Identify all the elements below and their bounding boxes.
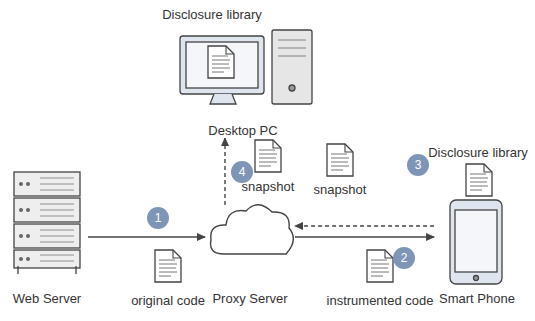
dashed-arrow — [224, 138, 225, 205]
arrow — [88, 236, 205, 237]
document-icon — [466, 164, 492, 196]
callout-number: 1 — [147, 207, 169, 229]
document-icon — [208, 46, 234, 78]
arrow — [295, 236, 434, 237]
annotation-label: instrumented code — [327, 293, 434, 308]
annotation-label: Disclosure library — [162, 7, 262, 22]
node-label: Web Server — [11, 291, 83, 306]
component-node: Proxy Server — [205, 205, 295, 306]
annotation-label: Disclosure library — [428, 145, 528, 160]
dashed-arrow — [295, 225, 434, 226]
phone-icon — [450, 200, 502, 284]
annotation-label: snapshot — [314, 182, 367, 197]
node-label: Proxy Server — [210, 291, 289, 306]
server-icon — [14, 172, 80, 274]
component-node: Web Server — [6, 168, 88, 306]
component-node: Smart Phone — [434, 196, 520, 306]
document-icon — [367, 250, 393, 282]
cloud-icon — [211, 205, 294, 254]
document-icon — [255, 140, 281, 172]
annotation-label: snapshot — [242, 179, 295, 194]
node-label: Smart Phone — [437, 291, 517, 306]
desktop-icon — [180, 30, 312, 104]
callout-number: 2 — [393, 247, 415, 269]
document-icon — [327, 144, 353, 176]
callout-number: 3 — [407, 154, 429, 176]
annotation-label: original code — [131, 293, 205, 308]
document-icon — [155, 250, 181, 282]
node-label: Desktop PC — [206, 123, 279, 138]
component-node: Desktop PC — [168, 28, 318, 138]
